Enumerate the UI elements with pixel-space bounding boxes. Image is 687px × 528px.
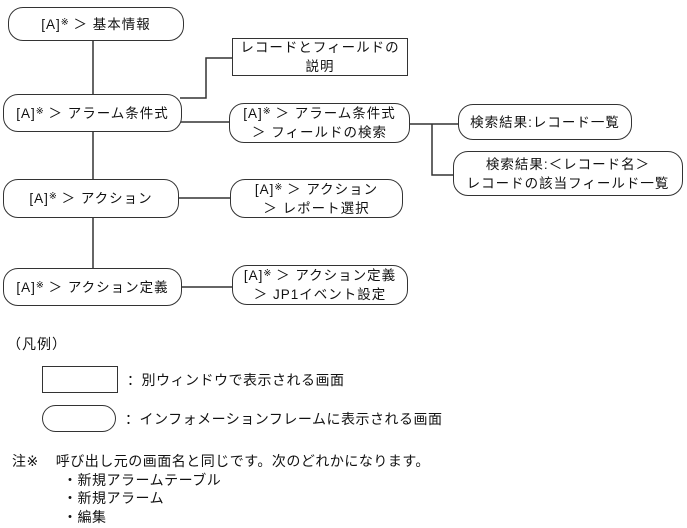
node-label: ＞ アラーム条件式 bbox=[43, 105, 169, 121]
node-label: [A] bbox=[254, 181, 275, 197]
node-label: ＞ フィールドの検索 bbox=[252, 125, 387, 140]
node-record-field-description: レコードとフィールドの 説明 bbox=[232, 38, 408, 76]
legend-rounded-swatch bbox=[42, 405, 116, 432]
node-label: 検索結果:レコード一覧 bbox=[470, 114, 620, 130]
footnote: 注※ 呼び出し元の画面名と同じです。次のどれかになります。 ・新規アラームテーブ… bbox=[12, 452, 430, 526]
footnote-item: ・編集 bbox=[63, 508, 107, 525]
note-ref-mark: ※ bbox=[274, 181, 283, 193]
connector-alarm-to-record-desc bbox=[180, 57, 233, 99]
legend-label: ：別ウィンドウで表示される画面 bbox=[127, 371, 345, 388]
node-label: [A] bbox=[16, 279, 36, 295]
footnote-text: 呼び出し元の画面名と同じです。次のどれかになります。 bbox=[55, 453, 430, 469]
node-field-search: [A]※ ＞ アラーム条件式 ＞ フィールドの検索 bbox=[229, 103, 410, 143]
node-label: ＞ アクション定義 bbox=[43, 279, 169, 295]
node-search-result-fields: 検索結果:＜レコード名＞ レコードの該当フィールド一覧 bbox=[453, 151, 683, 196]
node-action-definition: [A]※ ＞ アクション定義 bbox=[3, 268, 182, 306]
node-label: レコードとフィールドの bbox=[240, 40, 400, 55]
node-label: 検索結果:＜レコード名＞ bbox=[485, 156, 651, 172]
node-label: ＞ アクション定義 bbox=[271, 268, 397, 283]
note-ref-mark: ※ bbox=[60, 16, 69, 28]
footnote-item: ・新規アラームテーブル bbox=[63, 471, 222, 488]
node-label: [A] bbox=[41, 16, 61, 32]
node-label: ＞ 基本情報 bbox=[68, 16, 151, 32]
node-report-select: [A]※ ＞ アクション ＞ レポート選択 bbox=[230, 179, 403, 218]
legend-rect-swatch bbox=[42, 366, 118, 393]
node-label: ＞ アクション bbox=[56, 191, 153, 206]
node-label: レコードの該当フィールド一覧 bbox=[466, 175, 670, 191]
node-basic-info: [A]※ ＞ 基本情報 bbox=[8, 7, 184, 41]
node-label: ＞ アクション bbox=[282, 181, 379, 197]
node-label: [A] bbox=[16, 105, 36, 121]
node-label: [A] bbox=[243, 106, 263, 121]
legend-item-information-frame: ：インフォメーションフレームに表示される画面 bbox=[42, 405, 442, 432]
legend-title: （凡例） bbox=[7, 336, 67, 352]
node-label: ＞ レポート選択 bbox=[263, 200, 370, 216]
note-ref-mark: ※ bbox=[262, 106, 271, 117]
node-label: ＞ JP1イベント設定 bbox=[253, 287, 387, 302]
note-ref-mark: ※ bbox=[35, 279, 44, 291]
node-label: [A] bbox=[29, 191, 49, 206]
note-ref-mark: ※ bbox=[263, 268, 272, 279]
connector-field-search-to-fields bbox=[431, 124, 454, 176]
legend-item-window: ：別ウィンドウで表示される画面 bbox=[42, 366, 345, 393]
note-ref-mark: ※ bbox=[48, 191, 57, 202]
node-jp1-event-setting: [A]※ ＞ アクション定義 ＞ JP1イベント設定 bbox=[232, 265, 408, 305]
node-alarm-condition: [A]※ ＞ アラーム条件式 bbox=[3, 94, 182, 132]
footnote-item: ・新規アラーム bbox=[63, 490, 165, 506]
node-action: [A]※ ＞ アクション bbox=[3, 179, 179, 218]
node-label: [A] bbox=[243, 268, 264, 283]
note-ref-mark: ※ bbox=[35, 105, 44, 117]
node-search-result-records: 検索結果:レコード一覧 bbox=[458, 104, 632, 140]
footnote-marker: 注※ bbox=[12, 453, 39, 469]
legend-label: ：インフォメーションフレームに表示される画面 bbox=[125, 410, 443, 427]
node-label: ＞ アラーム条件式 bbox=[270, 106, 396, 121]
node-label: 説明 bbox=[305, 59, 335, 74]
